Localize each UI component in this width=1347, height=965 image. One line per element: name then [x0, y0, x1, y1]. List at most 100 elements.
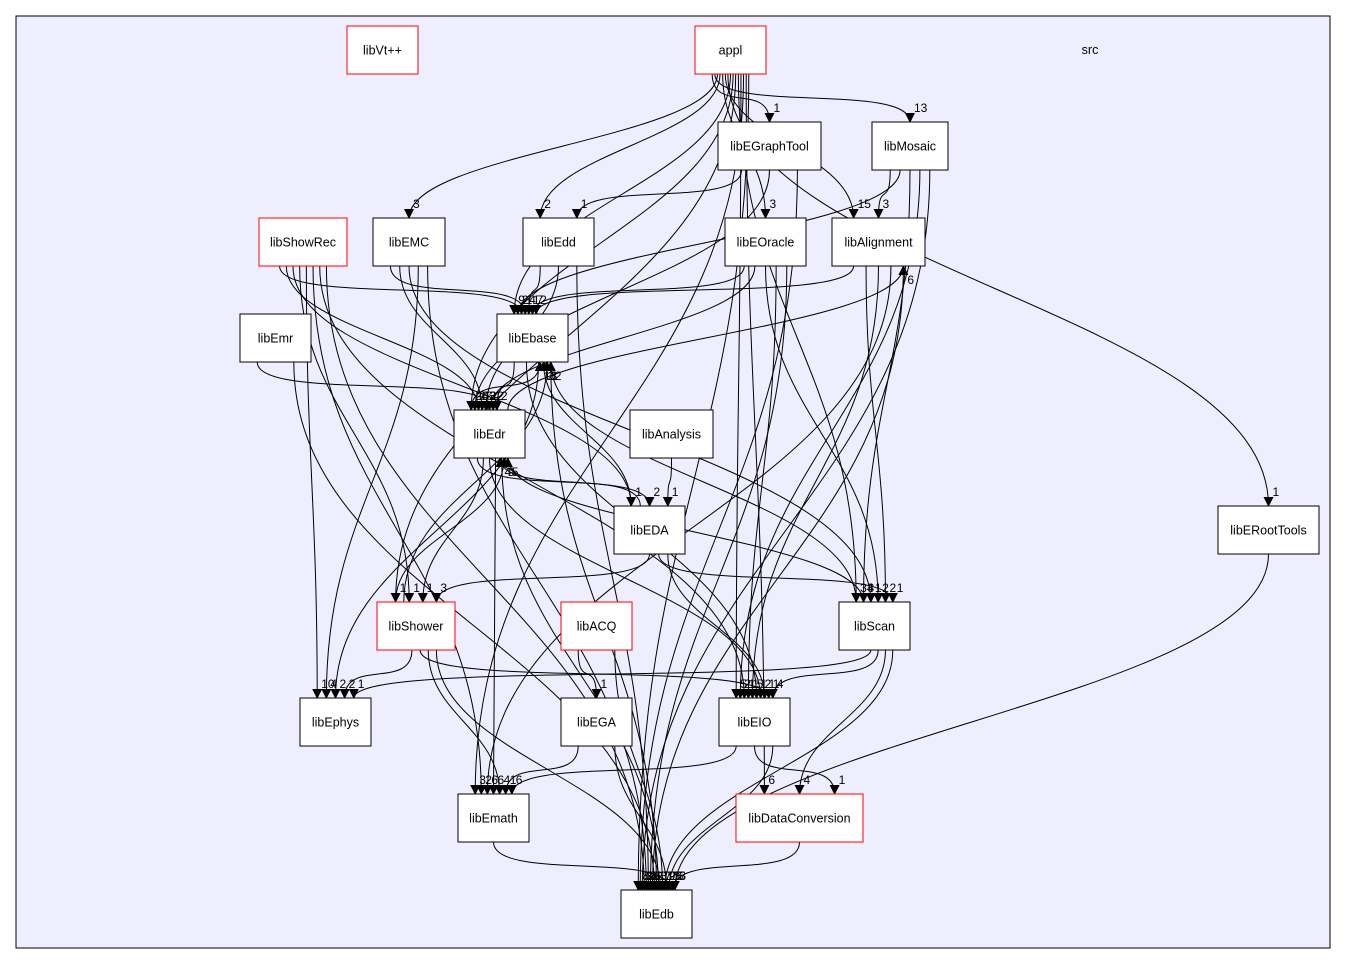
edge-label-libAlignment-to-libEbase[interactable]: 2 [540, 293, 547, 307]
edge-label-libEDA-to-libEIO[interactable]: 1 [769, 677, 776, 691]
edge-label-appl-to-libEdr[interactable]: 20 [475, 389, 489, 403]
edge-label-libEdr-to-libEIO[interactable]: 2 [765, 677, 772, 691]
edge-label-libEbase-to-libEdr[interactable]: 2 [501, 389, 508, 403]
edge-libEGraphTool-to-libEdd[interactable] [571, 169, 743, 219]
edge-label-appl-to-libMosaic[interactable]: 13 [914, 101, 928, 115]
edge-label-appl-to-libScan[interactable]: 34 [860, 581, 874, 595]
node-box[interactable] [346, 25, 419, 75]
edge-label-libShowRec-to-libEdb[interactable]: 2 [648, 869, 655, 883]
edge-label-appl-to-libEmath[interactable]: 3 [479, 773, 486, 787]
node-libVt++[interactable]: libVt++ [346, 25, 419, 75]
edge-label-libEMC-to-libScan[interactable]: 1 [875, 581, 882, 595]
edge-label-libEdr-to-libEdb[interactable]: 12 [663, 869, 677, 883]
edge-label-libEDA-to-libShower[interactable]: 3 [440, 581, 447, 595]
edge-libEdr-to-libEbase[interactable] [470, 361, 545, 411]
edge-label-libAlignment-to-libScan[interactable]: 2 [889, 581, 896, 595]
edge-libShowRec-to-libEIO[interactable] [319, 265, 750, 699]
node-box[interactable] [838, 601, 911, 651]
edge-label-libShowRec-to-libEbase[interactable]: 1 [526, 293, 533, 307]
edge-label-libMosaic-to-libEbase[interactable]: 2 [522, 293, 529, 307]
edge-appl-to-libEbase[interactable] [509, 73, 731, 315]
node-box[interactable] [871, 121, 949, 171]
edge-libEDA-to-libEIO[interactable] [667, 553, 770, 699]
edge-label-libAnalysis-to-libEDA[interactable]: 1 [672, 485, 679, 499]
edge-libAlignment-to-libEIO[interactable] [747, 265, 879, 699]
edge-label-libEMC-to-libEbase[interactable]: 4 [529, 293, 536, 307]
edge-libEGA-to-libEdb[interactable] [614, 745, 672, 891]
node-box[interactable] [724, 217, 807, 267]
edge-libEOracle-to-libEbase[interactable] [527, 265, 745, 315]
edge-label-libAlignment-to-libEdb[interactable]: 2 [656, 869, 663, 883]
edge-label-libEIO-to-libEmath[interactable]: 6 [516, 773, 523, 787]
edge-label-libEGraphTool-to-libEdb[interactable]: 5 [644, 869, 651, 883]
node-libShower[interactable]: libShower [376, 601, 456, 651]
edge-label-libEdr-to-libShower[interactable]: 1 [427, 581, 434, 595]
edge-libShower-to-libEmath[interactable] [427, 649, 505, 795]
edge-label-libScan-to-libEbase[interactable]: 2 [555, 369, 562, 383]
edge-libScan-to-libEdr[interactable] [502, 457, 865, 603]
edge-libEGA-to-libEmath[interactable] [500, 745, 579, 795]
edge-label-libEGraphTool-to-libEdr[interactable]: 2 [479, 389, 486, 403]
edge-label-libScan-to-libEphys[interactable]: 1 [358, 677, 365, 691]
node-box[interactable] [717, 121, 822, 171]
edge-libShowRec-to-libEdb[interactable] [325, 265, 650, 891]
edge-libEOracle-to-libScan[interactable] [765, 265, 884, 603]
edge-libMosaic-to-libAlignment[interactable] [873, 169, 891, 219]
edge-label-libEdr-to-libAlignment[interactable]: 6 [907, 273, 914, 287]
edge-libEdr-to-libAlignment[interactable] [507, 265, 909, 411]
edge-label-libEmr-to-libEdb[interactable]: 1 [658, 869, 665, 883]
edge-label-libShower-to-libEmath[interactable]: 4 [504, 773, 511, 787]
edge-label-libEdr-to-libEbase[interactable]: 13 [544, 369, 558, 383]
edge-appl-to-libEMC[interactable] [404, 73, 718, 219]
edge-label-libEOracle-to-libEdr[interactable]: 4 [494, 389, 501, 403]
node-box[interactable] [560, 697, 633, 747]
node-libACQ[interactable]: libACQ [560, 601, 633, 651]
node-box[interactable] [629, 409, 714, 459]
node-box[interactable] [1217, 505, 1320, 555]
edge-label-appl-to-libEGraphTool[interactable]: 1 [774, 101, 781, 115]
edge-label-libEdr-to-libEDA[interactable]: 2 [654, 485, 661, 499]
node-box[interactable] [620, 889, 693, 939]
edge-label-libEbase-to-libEIO[interactable]: 1 [761, 677, 768, 691]
edge-label-libShower-to-libEdb[interactable]: 7 [665, 869, 672, 883]
node-libERootTools[interactable]: libERootTools [1217, 505, 1320, 555]
edge-libEDA-to-libEdr[interactable] [495, 457, 641, 507]
edge-libShower-to-libEbase[interactable] [403, 361, 553, 603]
edge-libERootTools-to-libEdb[interactable] [669, 553, 1269, 891]
edge-label-libACQ-to-libEGA[interactable]: 1 [601, 677, 608, 691]
edge-libEIO-to-libEdb[interactable] [663, 745, 774, 891]
node-libDataConversion[interactable]: libDataConversion [735, 793, 864, 843]
edge-libEOracle-to-libEdb[interactable] [645, 265, 788, 891]
node-box[interactable] [718, 697, 791, 747]
node-box[interactable] [453, 409, 526, 459]
edge-label-libMosaic-to-libEdb[interactable]: 3 [646, 869, 653, 883]
edge-label-libScan-to-libEdb[interactable]: 9 [669, 869, 676, 883]
node-libScan[interactable]: libScan [838, 601, 911, 651]
edge-libShowRec-to-libEmath[interactable] [312, 265, 487, 795]
node-libAlignment[interactable]: libAlignment [831, 217, 926, 267]
edge-label-libEGraphTool-to-libEdd[interactable]: 1 [581, 197, 588, 211]
edge-libShowRec-to-libEdr[interactable] [285, 265, 484, 411]
edge-label-libScan-to-libDataConversion[interactable]: 4 [804, 773, 811, 787]
edge-libScan-to-libEbase[interactable] [545, 361, 857, 603]
node-libShowRec[interactable]: libShowRec [258, 217, 348, 267]
edge-label-libScan-to-libEdr[interactable]: 5 [512, 465, 519, 479]
edge-libACQ-to-libEdb[interactable] [614, 649, 668, 891]
node-libEdb[interactable]: libEdb [620, 889, 693, 939]
node-box[interactable] [239, 313, 312, 363]
edge-appl-to-libEIO[interactable] [731, 73, 742, 699]
node-libEmath[interactable]: libEmath [457, 793, 530, 843]
edge-label-libEMC-to-libEdr[interactable]: 6 [486, 389, 493, 403]
edge-label-libScan-to-libEIO[interactable]: 4 [777, 677, 784, 691]
edge-label-appl-to-libAlignment[interactable]: 15 [858, 197, 872, 211]
edge-label-libMosaic-to-libAlignment[interactable]: 3 [883, 197, 890, 211]
edge-libScan-to-libDataConversion[interactable] [794, 649, 886, 795]
node-libEbase[interactable]: libEbase [496, 313, 569, 363]
node-box[interactable] [522, 217, 595, 267]
edge-label-appl-to-libEdd[interactable]: 2 [544, 197, 551, 211]
edge-libScan-to-libEIO[interactable] [767, 649, 879, 699]
edge-label-libMosaic-to-libEIO[interactable]: 2 [744, 677, 751, 691]
edge-libShowRec-to-libEDA[interactable] [292, 265, 637, 507]
node-libEMC[interactable]: libEMC [372, 217, 446, 267]
edge-libEMC-to-libEdr[interactable] [399, 265, 488, 411]
